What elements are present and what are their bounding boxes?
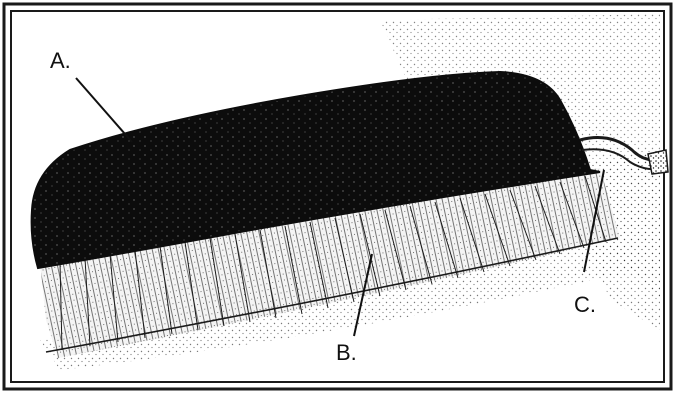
- label-b: B.: [336, 340, 357, 365]
- label-a: A.: [50, 48, 71, 73]
- label-c: C.: [574, 292, 596, 317]
